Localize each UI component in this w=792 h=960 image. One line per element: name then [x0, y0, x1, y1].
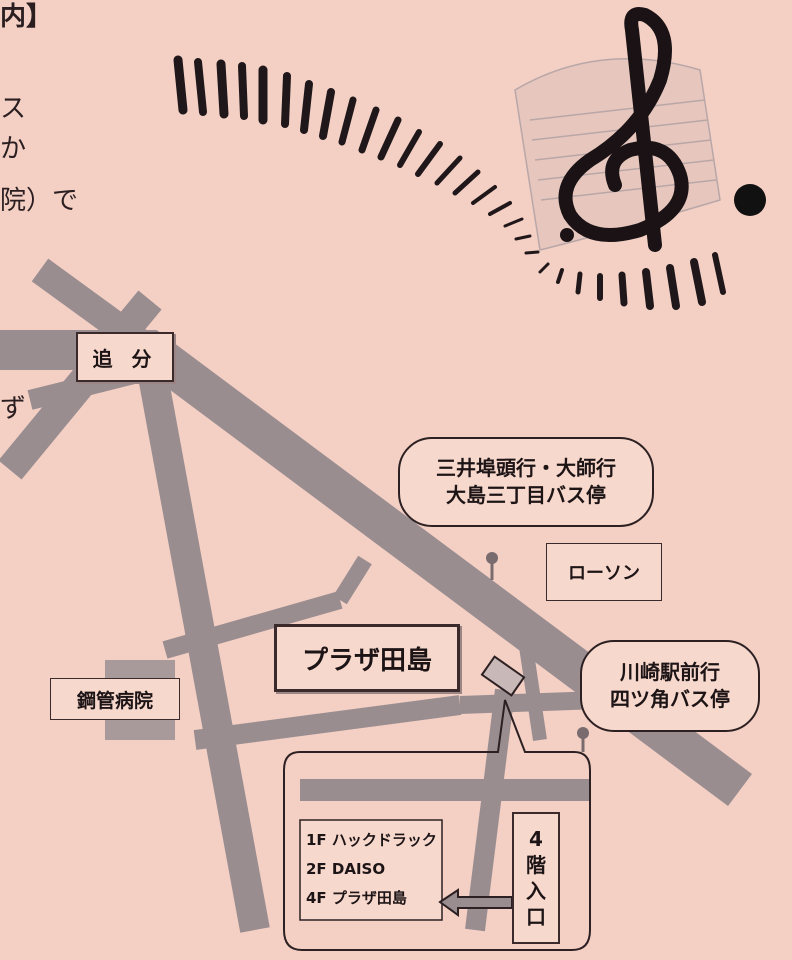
text-fragment-1: ス: [0, 94, 27, 124]
floor-directory: 1F ハックドラック 2F DAISO 4F プラザ田島: [306, 826, 438, 913]
floor-1f: 1F ハックドラック: [306, 831, 437, 849]
text-fragment-2: か: [0, 134, 27, 164]
plaza-marker: [480, 655, 526, 697]
bus-stop-south-callout: 川崎駅前行 四ツ角バス停: [580, 640, 760, 732]
lawson-label: ローソン: [546, 543, 662, 601]
text-fragment-3: 院）で: [0, 186, 79, 216]
entrance-char-1: 4: [529, 827, 543, 851]
hospital-label: 鋼管病院: [50, 678, 180, 720]
bus-stop-icon: [577, 727, 589, 752]
plaza-tajima-label: プラザ田島: [274, 624, 460, 692]
floor-4f: 4F プラザ田島: [306, 889, 407, 907]
minor-street: [518, 638, 547, 742]
bus-stop-north-callout: 三井埠頭行・大師行 大島三丁目バス停: [398, 437, 654, 527]
fourth-floor-entrance-sign: 4 階 入 口: [512, 812, 560, 944]
text-fragment-4: ず: [0, 394, 27, 424]
bus-stop-icon: [486, 552, 498, 580]
entrance-char-3: 入: [526, 879, 546, 903]
cross-street-2: [333, 555, 372, 605]
cross-street-3: [193, 695, 462, 750]
bus-stop-south-line1: 川崎駅前行: [620, 660, 720, 684]
bus-stop-north-line1: 三井埠頭行・大師行: [436, 456, 616, 480]
inset-frame: [283, 699, 591, 951]
bus-stop-south-line2: 四ツ角バス停: [610, 687, 730, 711]
entrance-char-2: 階: [526, 853, 546, 877]
treble-clef-icon: [558, 7, 689, 252]
dot-icon: [734, 184, 766, 216]
inset-building: [299, 819, 443, 921]
bus-stop-north-line2: 大島三丁目バス停: [446, 483, 606, 507]
floor-2f: 2F DAISO: [306, 860, 386, 878]
oiwake-label: 追 分: [76, 332, 174, 382]
piano-keys-icon: [173, 55, 726, 310]
entrance-char-4: 口: [526, 905, 546, 929]
heading-fragment: 内】: [0, 2, 53, 32]
cross-street-1: [162, 591, 343, 659]
